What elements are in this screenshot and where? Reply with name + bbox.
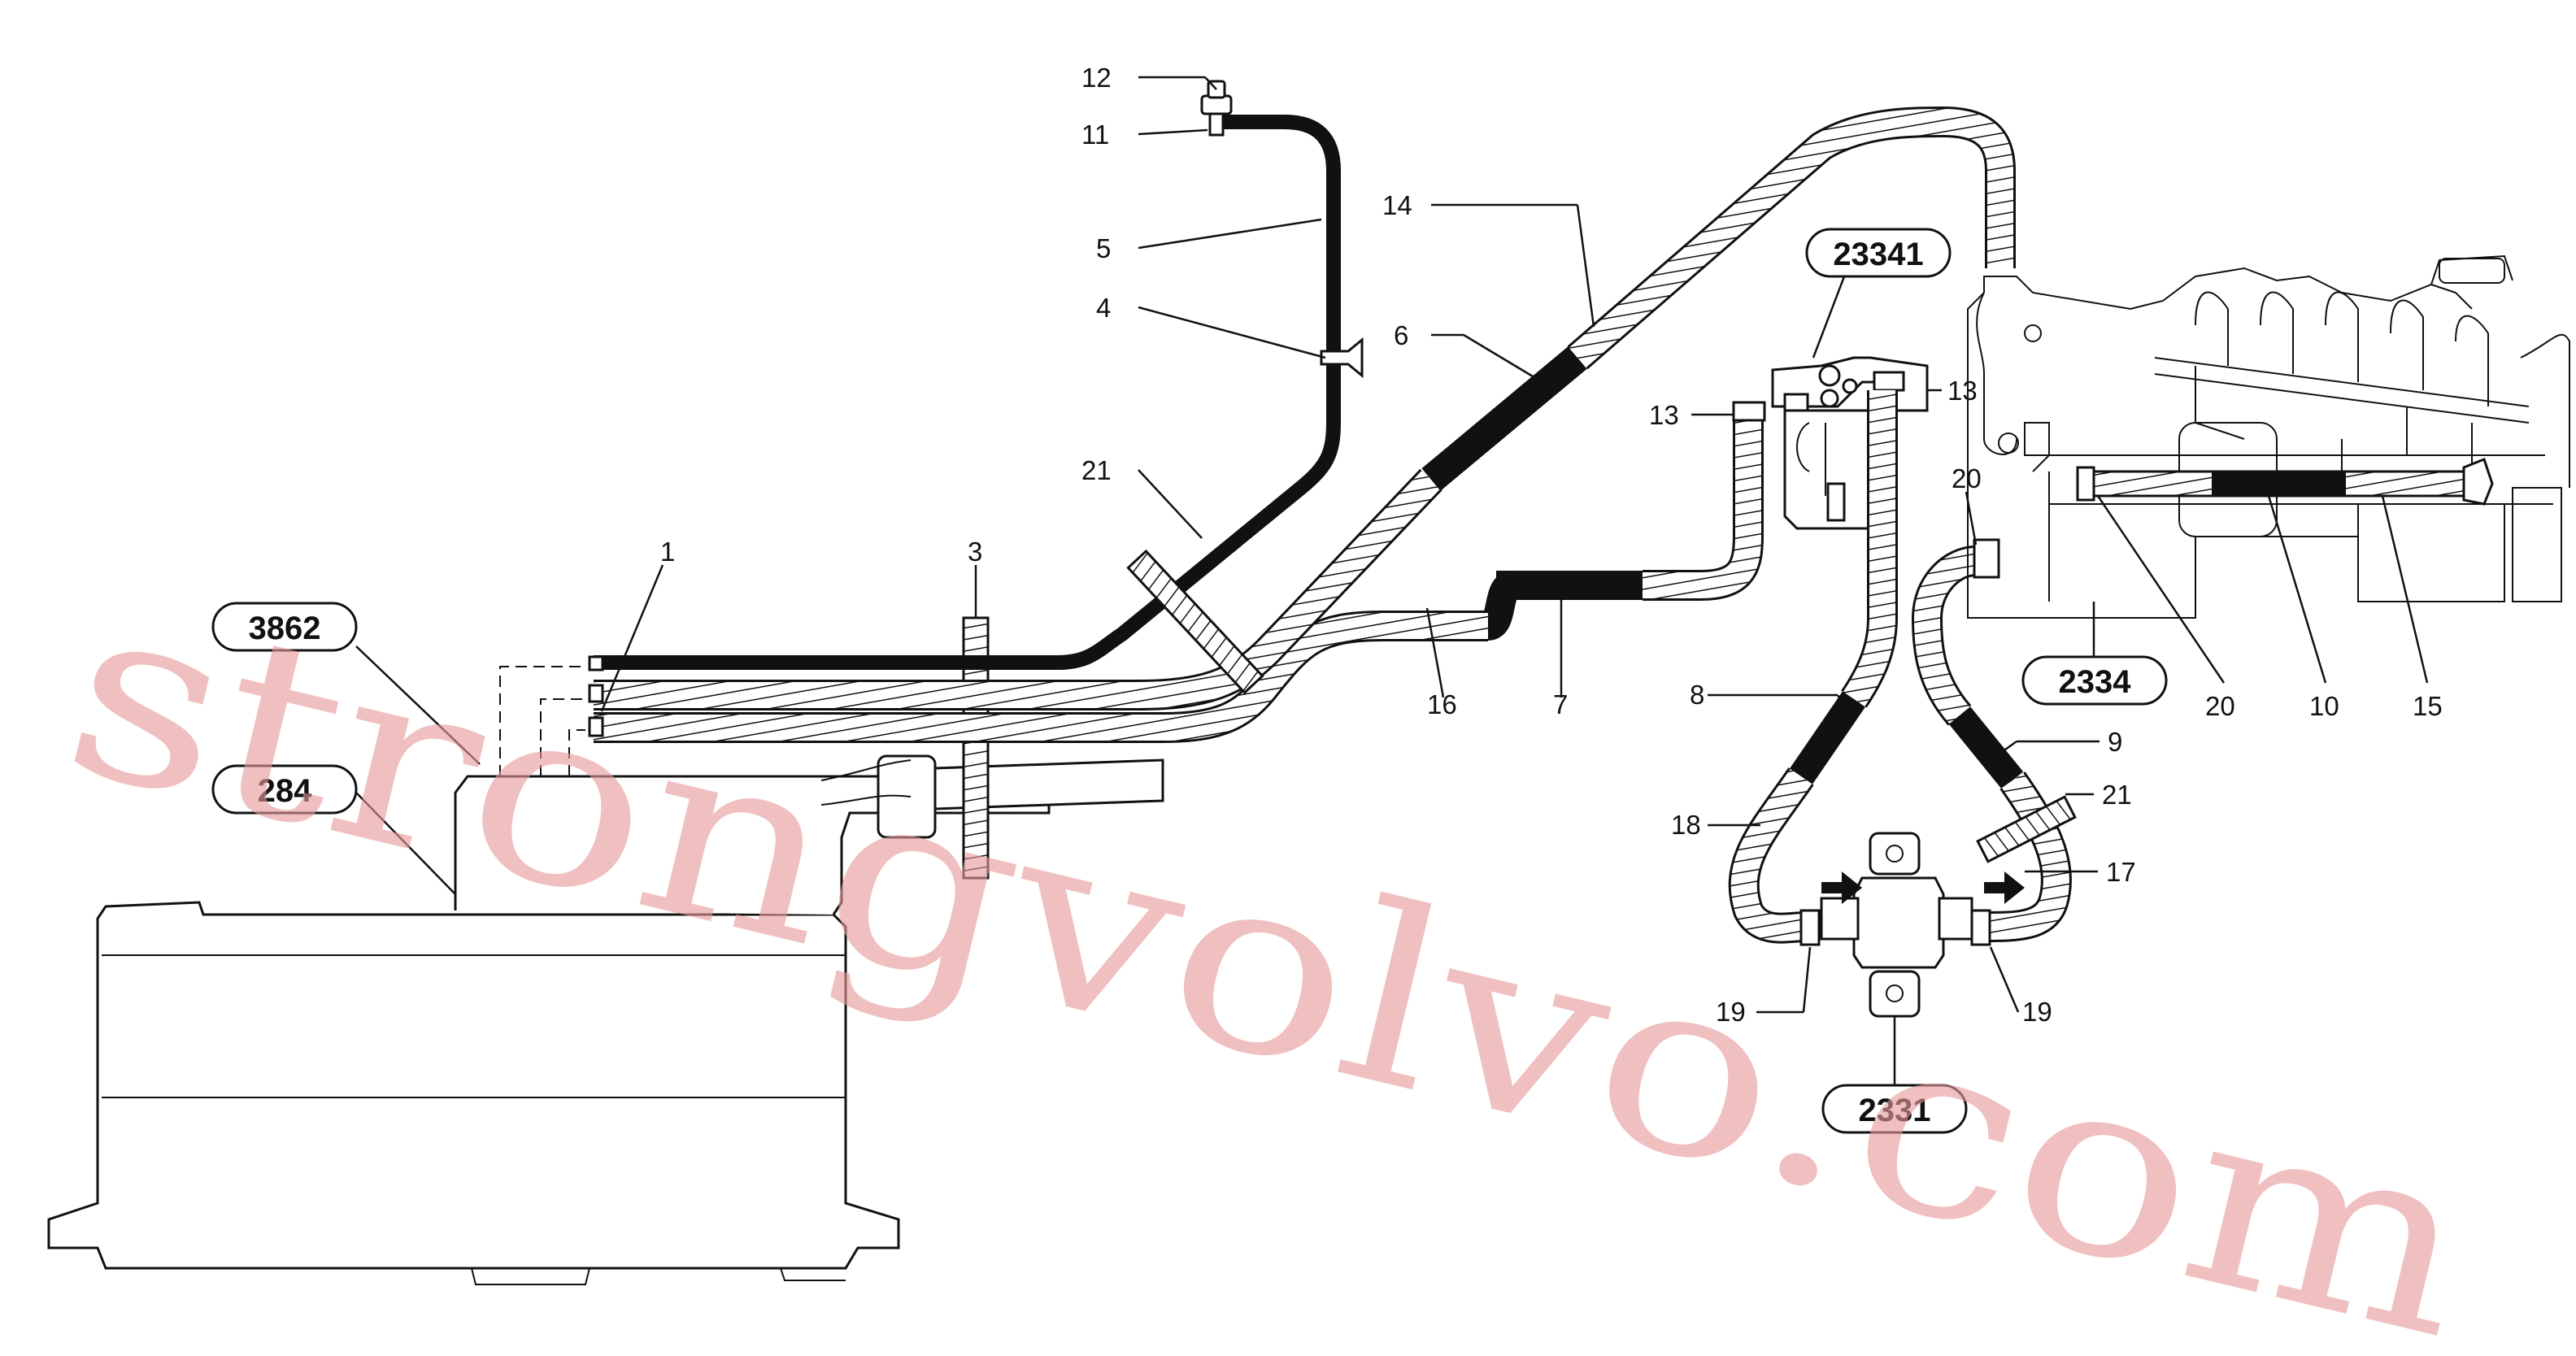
part-label-21-left: 21 [1081,455,1112,485]
fuel-filter-assembly [1771,356,1929,530]
pipe-6-14-return [594,106,2016,711]
part-label-13-left: 13 [1649,400,1679,430]
leader-lines [355,76,2429,1085]
part-label-3: 3 [968,537,982,567]
part-label-11: 11 [1081,120,1109,150]
hose-8-18 [1728,390,1898,946]
clip-4 [1320,337,1364,379]
part-label-13-right: 13 [1947,376,1978,406]
fuel-tank [47,754,1164,1285]
part-label-20-upper: 20 [1952,463,1982,493]
ref-box-284: 284 [258,773,312,809]
engine-block [1967,254,2570,619]
pipe-5-vent [588,115,1341,737]
part-label-9: 9 [2108,727,2122,757]
part-label-5: 5 [1096,233,1111,263]
ref-box-2334: 2334 [2059,664,2132,700]
part-number-labels: 12 11 5 4 14 6 21 1 3 13 13 16 7 8 18 19… [660,63,2443,1027]
part-label-19-right: 19 [2022,997,2052,1027]
part-label-17: 17 [2106,857,2136,887]
reference-boxes: 3862 284 23341 2334 2331 [211,228,2168,1134]
part-label-18: 18 [1671,810,1701,840]
part-label-12: 12 [1081,63,1112,93]
part-label-19-left: 19 [1716,997,1746,1027]
part-label-20-lower: 20 [2205,691,2235,721]
dashed-connection-lines [499,666,585,776]
part-label-1: 1 [660,537,675,567]
ref-box-3862: 3862 [249,611,321,646]
part-label-8: 8 [1690,680,1704,710]
part-label-14: 14 [1382,190,1412,220]
hose-9-17 [1911,538,2077,946]
ref-box-23341: 23341 [1833,237,1923,272]
part-label-15: 15 [2413,691,2443,721]
part-label-16: 16 [1427,689,1457,719]
part-label-4: 4 [1096,293,1111,323]
part-label-7: 7 [1553,689,1568,719]
part-label-6: 6 [1394,320,1408,350]
pipe-16-7-supply [594,401,1766,743]
part-label-10: 10 [2309,691,2339,721]
clamp-strap-21-left [1126,549,1264,695]
ref-box-2331: 2331 [1859,1093,1931,1128]
part-label-21-right: 21 [2102,780,2132,810]
